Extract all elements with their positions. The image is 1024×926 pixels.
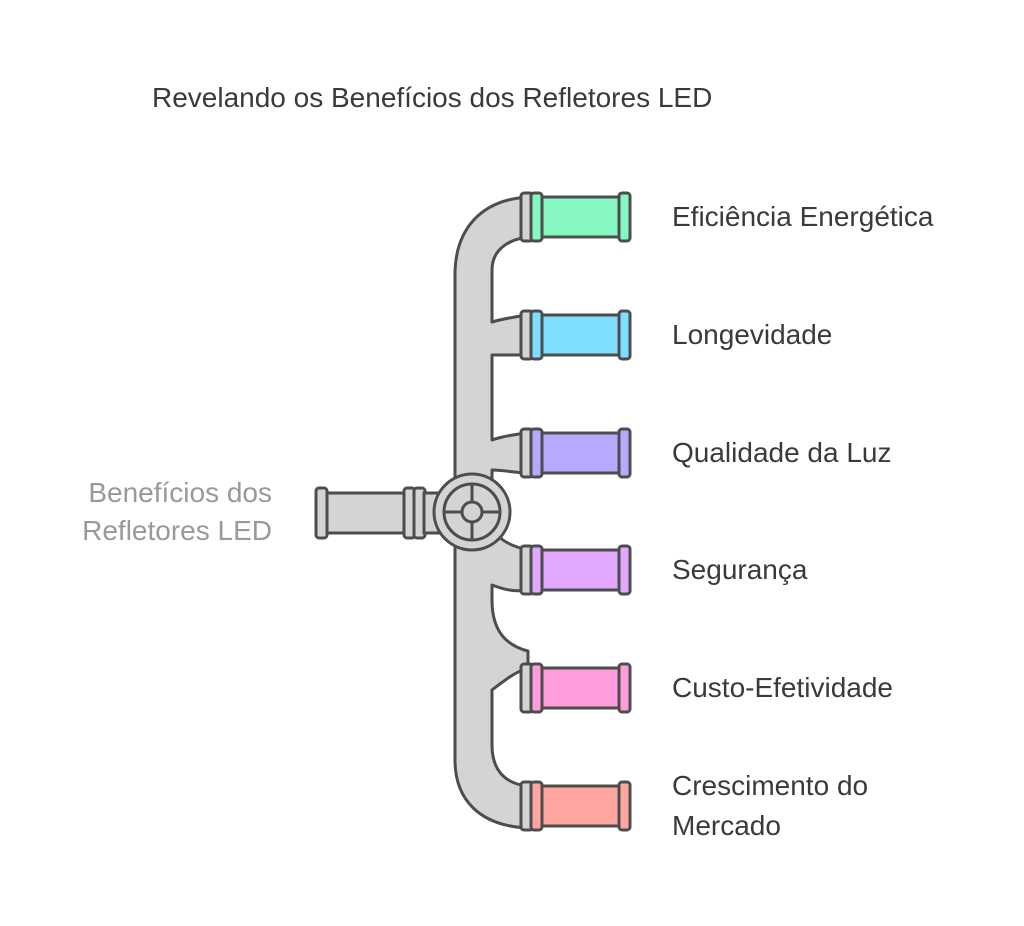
output-pipe	[538, 313, 624, 357]
valve-hub	[460, 500, 484, 524]
output-flange	[529, 780, 544, 832]
output-cap	[617, 427, 632, 479]
output-label: Longevidade	[672, 319, 833, 350]
input-pipe	[320, 491, 414, 535]
output-label: Crescimento do Mercado	[672, 770, 869, 841]
output-pipe	[538, 784, 624, 828]
output-flange	[529, 191, 544, 243]
output-cap	[617, 191, 632, 243]
output-label: Qualidade da Luz	[672, 437, 892, 468]
output-label: Segurança	[672, 554, 808, 585]
diagram-title: Revelando os Benefícios dos Refletores L…	[152, 82, 713, 113]
output-flange	[529, 427, 544, 479]
output-flange	[529, 544, 544, 596]
output-cap	[617, 780, 632, 832]
input-pipe-cap	[314, 486, 329, 540]
output-label: Custo-Efetividade	[672, 672, 894, 703]
output-flange	[529, 662, 544, 714]
output-flange	[529, 309, 544, 361]
output-pipe	[538, 195, 624, 239]
input-label: Benefícios dos Refletores LED	[82, 477, 272, 546]
output-pipe	[538, 548, 624, 592]
output-label: Eficiência Energética	[672, 201, 934, 232]
output-cap	[617, 309, 632, 361]
output-cap	[617, 662, 632, 714]
output-pipe	[538, 431, 624, 475]
output-cap	[617, 544, 632, 596]
output-pipe	[538, 666, 624, 710]
